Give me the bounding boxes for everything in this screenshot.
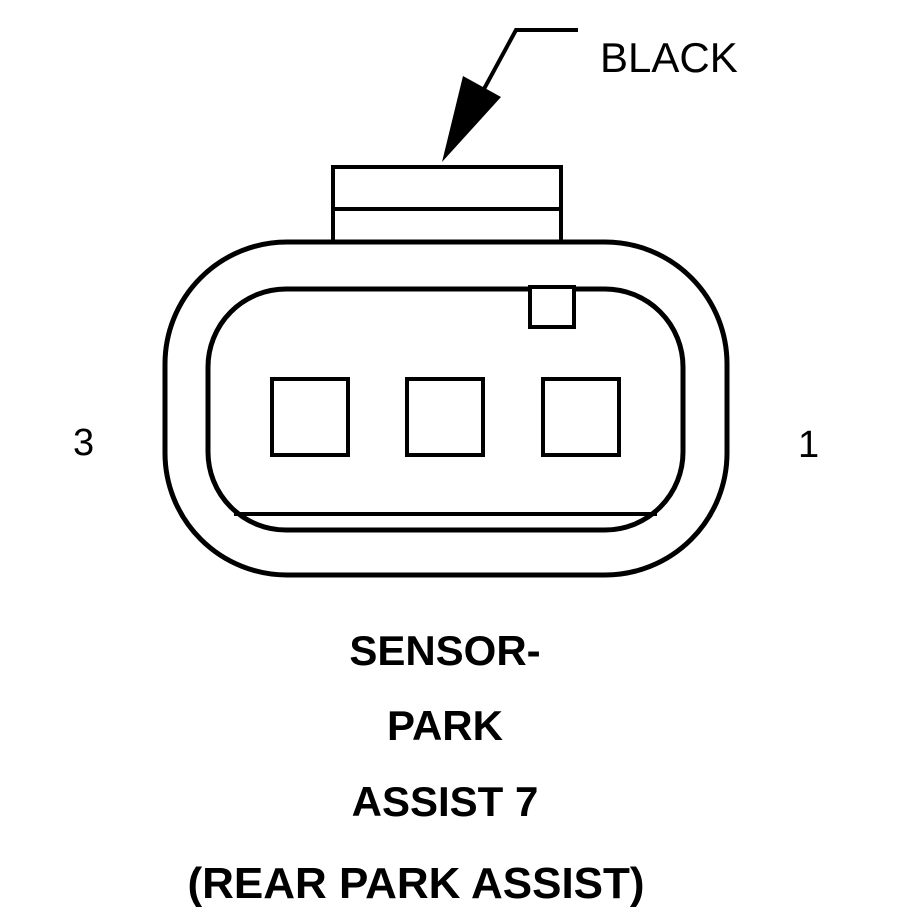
pin-number-right: 1 [798,424,820,466]
terminal-cavity-1 [541,377,621,457]
component-title-line-2: PARK [387,702,503,749]
color-leader-arrowhead [442,76,501,162]
terminal-cavity-3 [270,377,350,457]
pin-number-left: 3 [73,422,95,464]
polarization-key [528,285,576,329]
component-subtitle: (REAR PARK ASSIST) [187,859,645,908]
terminal-cavity-2 [405,377,485,457]
component-title-line-3: ASSIST 7 [351,778,539,825]
color-leader-line [476,28,578,101]
locking-tab [331,165,563,247]
component-title-line-1: SENSOR- [349,627,541,674]
connector-color-label: BLACK [600,34,738,81]
